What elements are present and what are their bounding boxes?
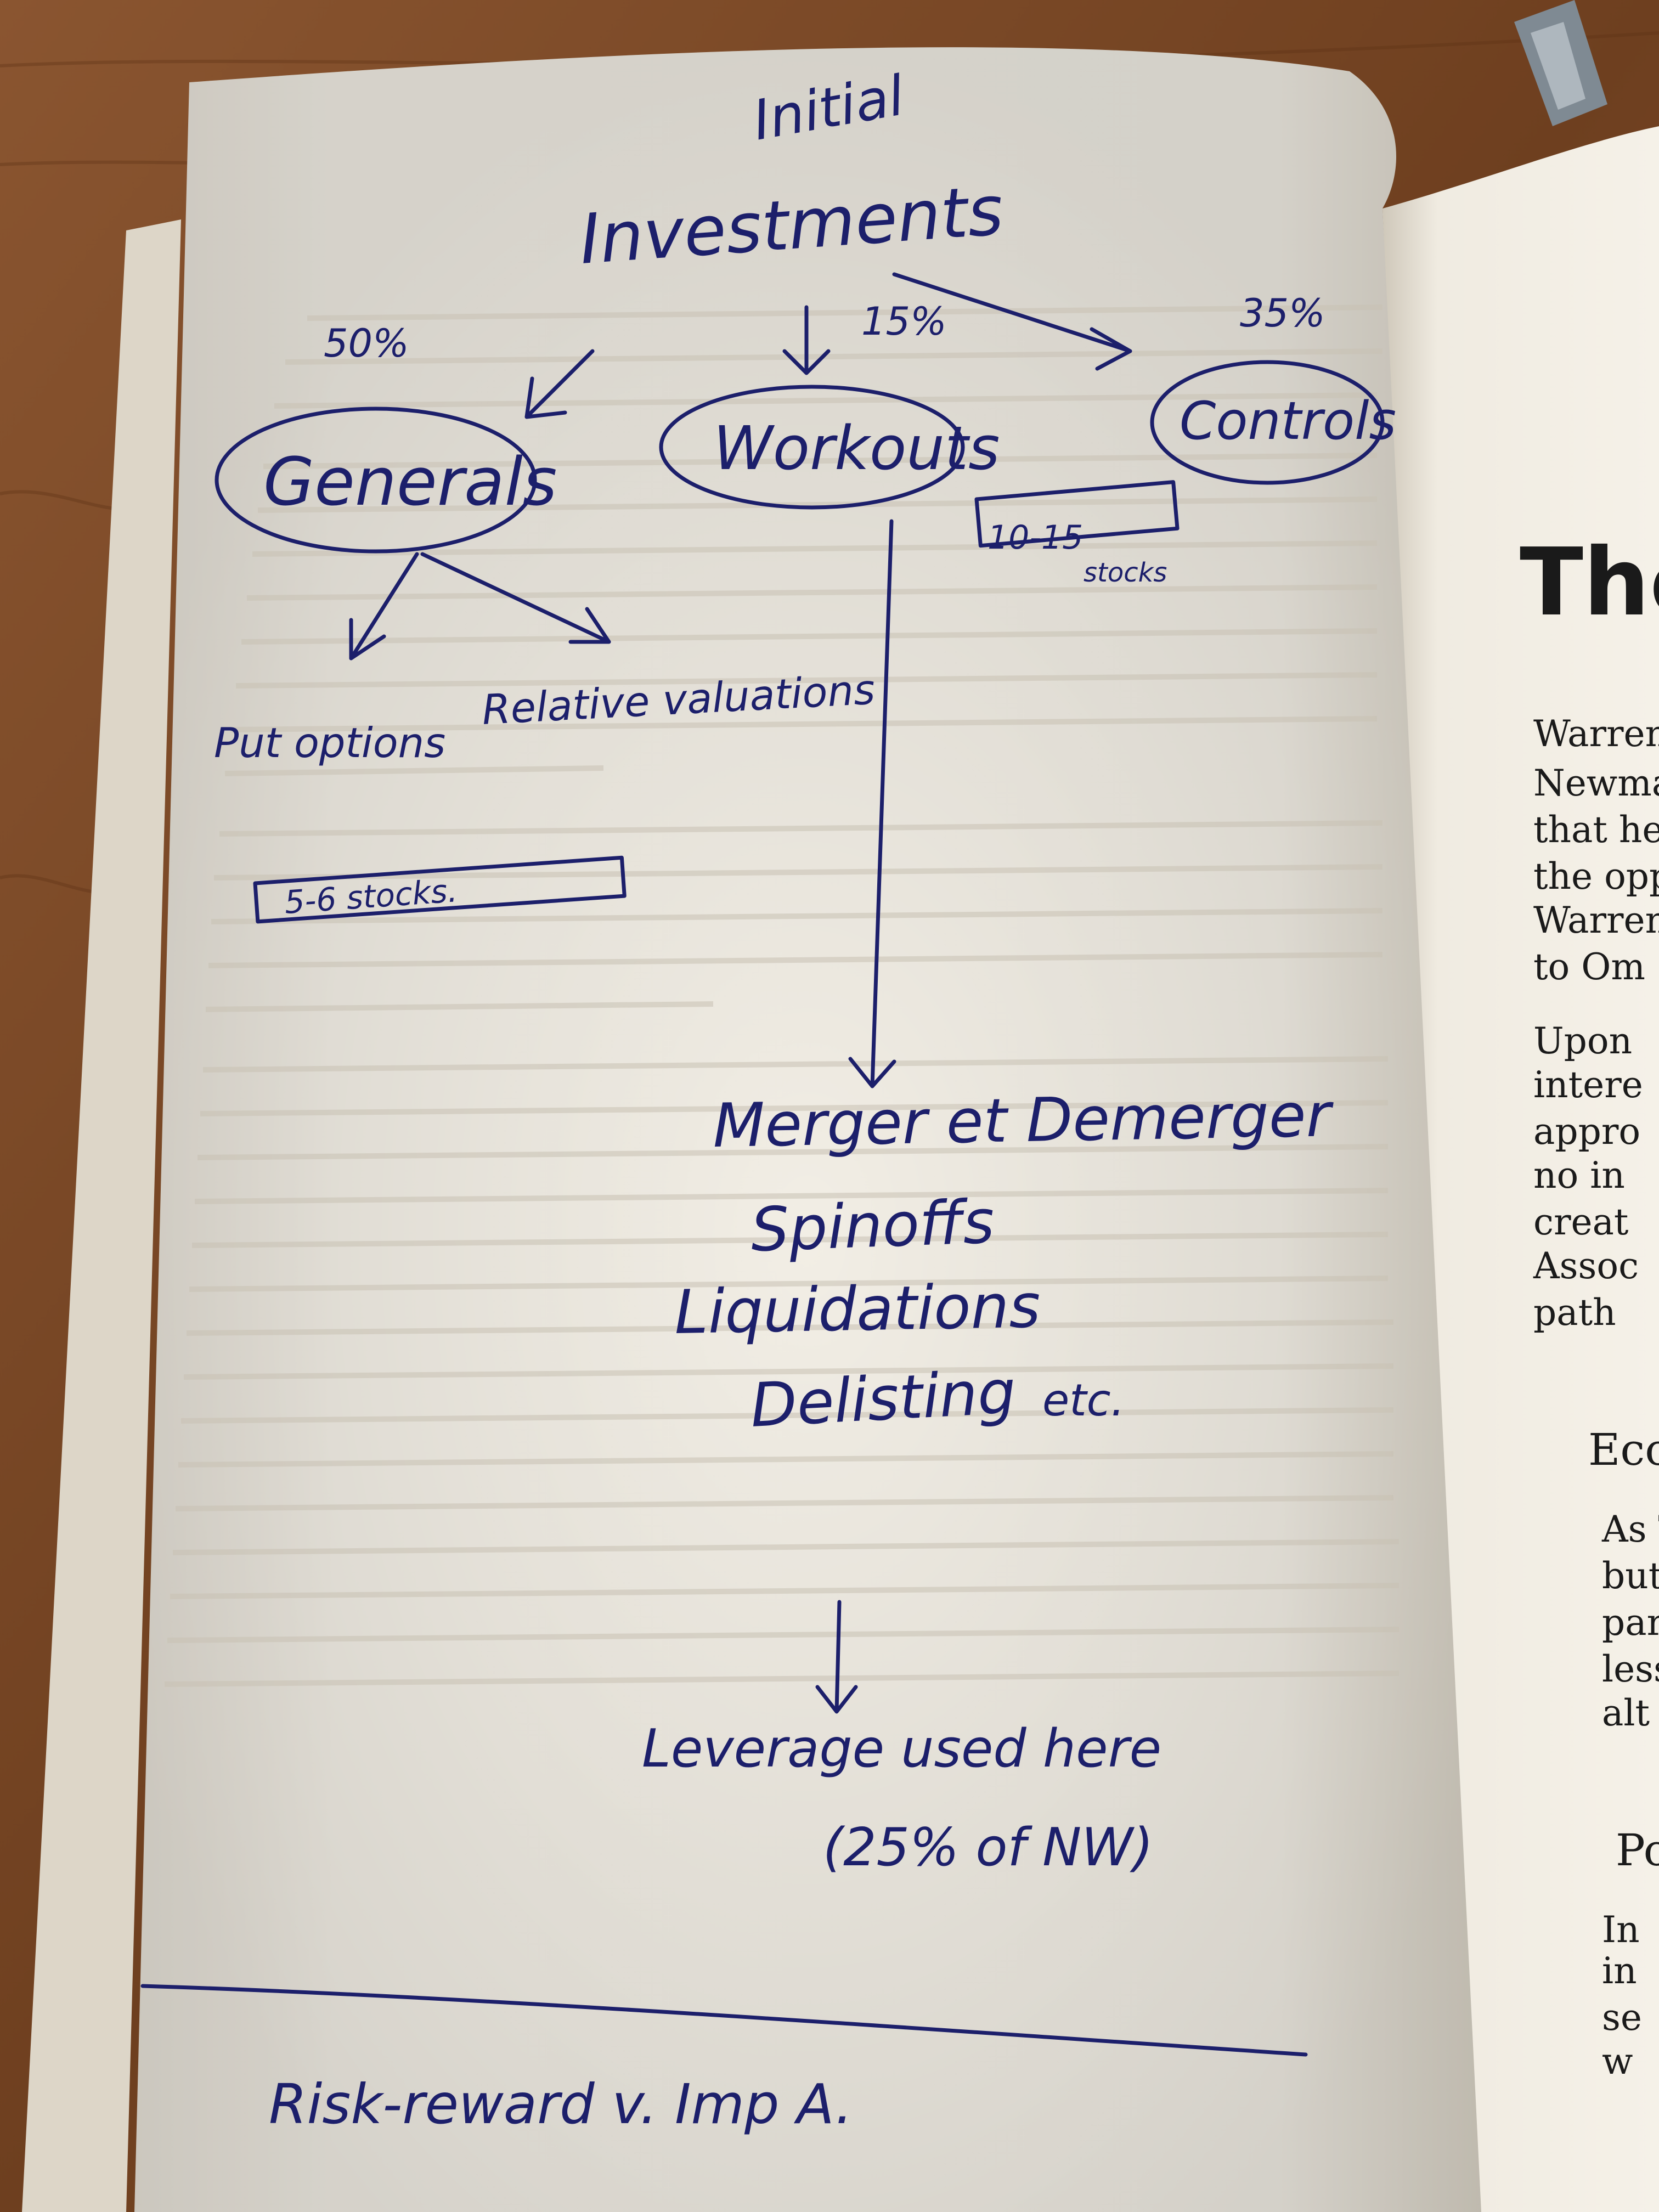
note-pct-generals: 50% [324,321,409,366]
printed-line: Warren [1533,899,1659,941]
note-generals: Generals [263,444,557,521]
printed-line: the opp [1533,855,1659,898]
printed-line: Newma [1533,762,1659,804]
generals-circle [215,407,537,554]
printed-line: Upon [1533,1020,1632,1062]
note-workouts-stocks-count: 10-15 [988,518,1083,557]
note-put-options: Put options [214,719,445,767]
arrow-to-leverage [815,1600,858,1714]
arrow-to-controls [892,272,1132,371]
note-pct-workouts: 15% [861,299,947,344]
handwritten-notes: Initial Investments 50% 15% 35% Generals… [140,63,1396,2136]
controls-circle [1150,360,1385,485]
note-pct-controls: 35% [1240,291,1325,336]
printed-line: that he [1533,809,1659,851]
note-workouts-stocks-unit: stocks [1084,557,1167,588]
divider-line [140,1984,1308,2057]
printed-line: in [1602,1950,1637,1992]
arrow-to-put-options [349,552,419,661]
note-footer: Risk-reward v. Imp A. [269,2072,853,2136]
printed-line: alt [1602,1692,1650,1734]
workout-type: Liquidations [674,1271,1041,1347]
printed-line: Eco [1588,1424,1659,1475]
printed-line: no in [1533,1154,1625,1197]
show-through-text [164,304,1400,1687]
arrow-to-workouts [782,305,831,375]
printed-line: to Om [1533,946,1645,988]
printed-line: Assoc [1533,1245,1639,1287]
generals-stocks-box [253,855,627,924]
printed-line: Po [1616,1825,1659,1876]
printed-line: w [1602,2040,1633,2083]
printed-line: but [1602,1555,1659,1597]
arrow-to-generals [524,349,595,419]
printed-heading: The [1520,528,1659,637]
arrow-workouts-to-types [848,519,896,1088]
note-workout-etc: etc. [1042,1375,1125,1426]
printed-line: appro [1533,1110,1640,1153]
workouts-circle [659,385,965,510]
workout-type: Merger et Demerger [712,1080,1334,1161]
printed-line: se [1602,1996,1642,2039]
printed-line: creat [1533,1201,1628,1243]
note-leverage-line2: (25% of NW) [823,1818,1153,1878]
pen [1514,0,1607,126]
page-edges [22,219,181,2212]
printed-line: As T [1601,1508,1659,1550]
printed-line: less [1602,1648,1659,1690]
printed-line: In [1602,1909,1640,1951]
printed-line: path [1533,1291,1616,1334]
printed-line: intere [1533,1064,1643,1106]
note-workouts: Workouts [713,413,1000,483]
note-controls: Controls [1180,391,1396,452]
arrow-to-relative-valuations [420,552,611,644]
printed-line: par [1602,1601,1659,1644]
note-leverage-line1: Leverage used here [642,1719,1161,1779]
printed-line: Warren [1533,713,1659,755]
workouts-stocks-box [974,480,1180,548]
workout-type: Delisting [749,1357,1018,1441]
workout-type: Spinoffs [749,1187,995,1265]
workout-types-list: Merger et DemergerSpinoffsLiquidationsDe… [674,1080,1334,1441]
